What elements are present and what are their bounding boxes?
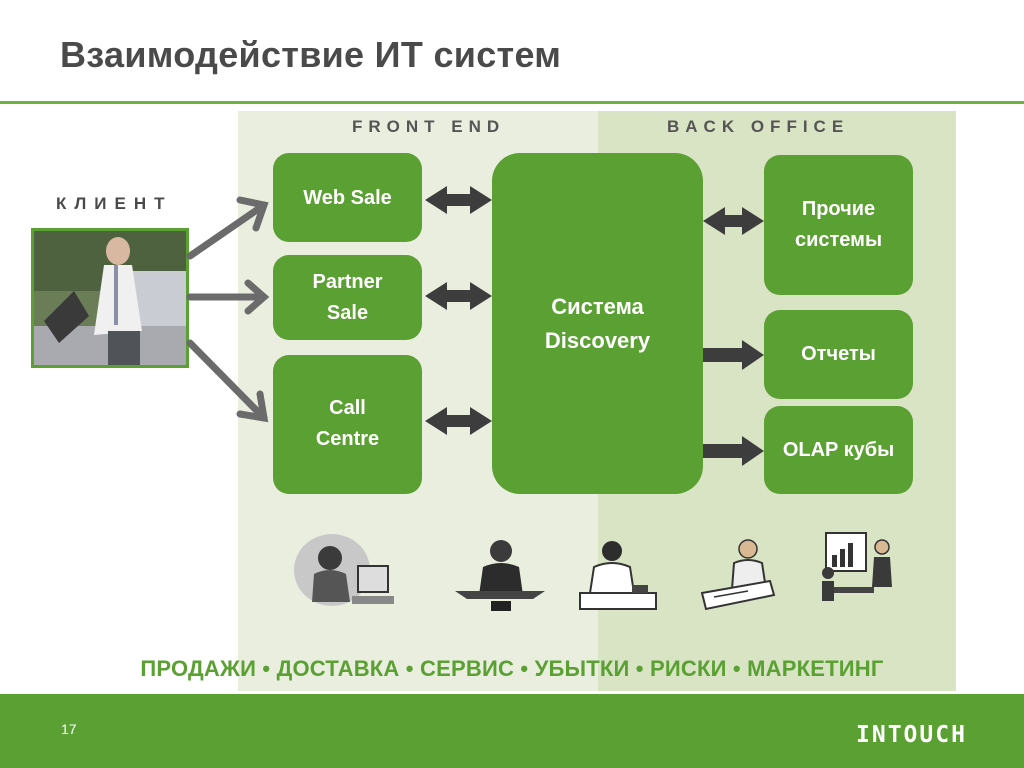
intouch-logo: INTOUCH	[856, 722, 967, 748]
phone-operator-icon	[455, 533, 565, 623]
client-to-web-sale-arrow	[186, 201, 268, 260]
page-number: 17	[61, 721, 77, 737]
reports-box: Отчеты	[764, 310, 913, 399]
discovery-system-box: Система Discovery	[492, 153, 703, 494]
activities-line: ПРОДАЖИ • ДОСТАВКА • СЕРВИС • УБЫТКИ • Р…	[140, 656, 884, 681]
olap-arrow	[703, 436, 764, 466]
client-to-call-centre-arrowhead	[236, 390, 269, 423]
other-systems-box: Прочие системы	[764, 155, 913, 295]
olap-cubes-box: OLAP кубы	[764, 406, 913, 494]
presentation-meeting-icon	[818, 531, 928, 621]
front-end-label: FRONT END	[352, 117, 506, 136]
footer-bar	[0, 694, 1024, 768]
office-clerk-icon	[578, 535, 688, 625]
client-photo	[31, 228, 189, 368]
reports-arrow	[703, 340, 764, 370]
client-label: КЛИЕНТ	[56, 194, 173, 213]
partner-sale-double-arrow	[425, 282, 492, 310]
title-divider	[0, 101, 1024, 104]
web-sale-box: Web Sale	[273, 153, 422, 242]
call-centre-operator-icon	[292, 530, 402, 620]
other-systems-double-arrow	[703, 207, 764, 235]
logo-text: INTOUCH	[856, 722, 967, 748]
client-to-web-sale-arrowhead	[236, 196, 269, 232]
web-sale-double-arrow	[425, 186, 492, 214]
back-office-label: BACK OFFICE	[667, 117, 850, 136]
page-title: Взаимодействие ИТ систем	[60, 34, 562, 75]
partner-sale-box: Partner Sale	[273, 255, 422, 340]
client-to-partner-sale-arrowhead	[244, 279, 270, 315]
call-centre-box: Call Centre	[273, 355, 422, 494]
client-to-call-centre-arrow	[186, 339, 268, 422]
analyst-icon	[698, 535, 808, 625]
call-centre-double-arrow	[425, 407, 492, 435]
